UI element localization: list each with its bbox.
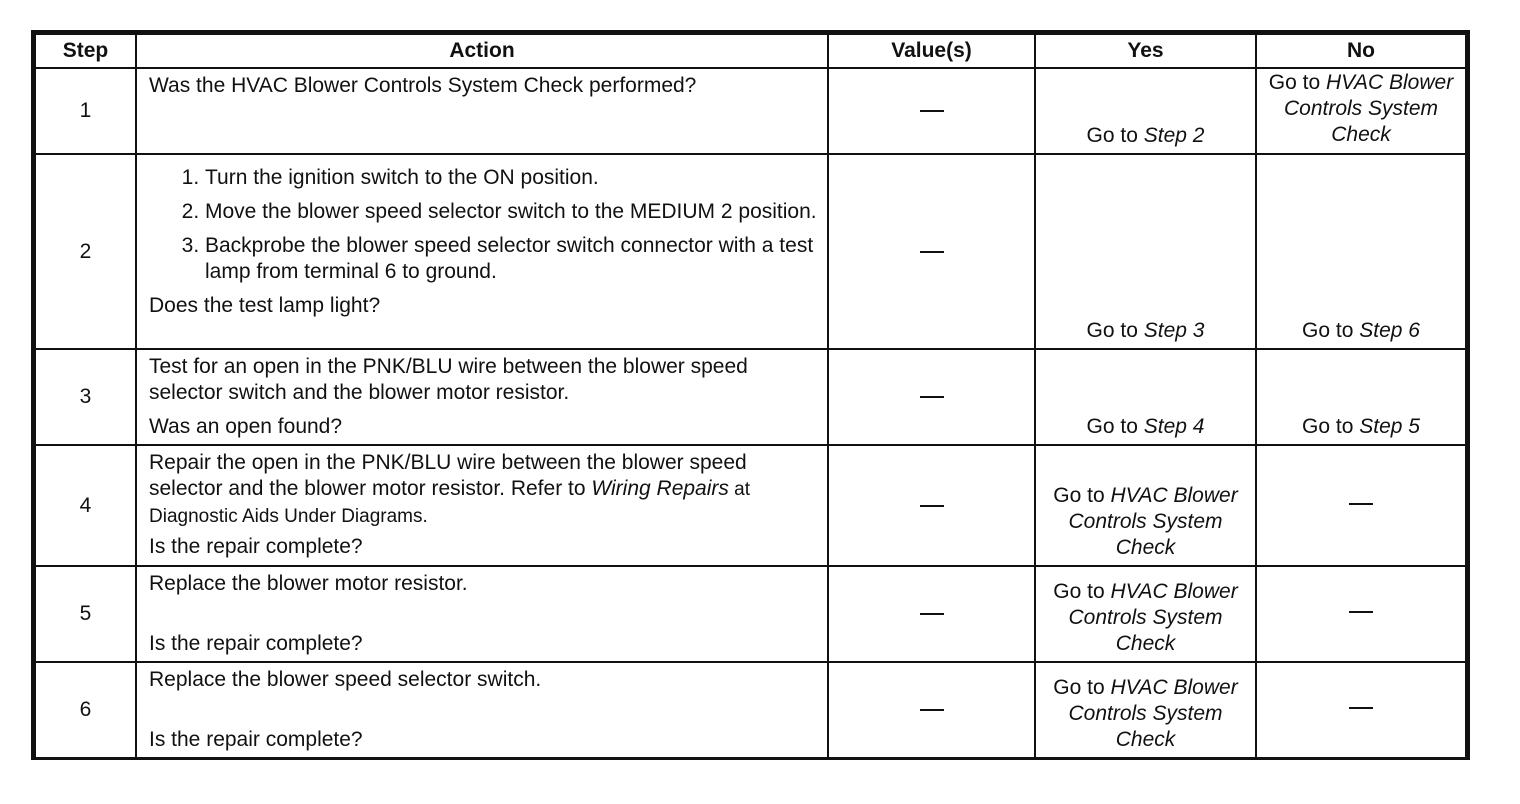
action-cell: Replace the blower motor resistor. Is th… [135, 565, 829, 663]
action-question: Is the repair complete? [149, 535, 363, 558]
yes-prefix: Go to [1086, 319, 1144, 342]
table-row: 1 Was the HVAC Blower Controls System Ch… [34, 67, 1467, 155]
header-action: Action [135, 33, 829, 69]
diagnostic-table: Step Action Value(s) Yes No 1 Was the HV… [34, 33, 1467, 759]
dash-mark [919, 250, 944, 253]
table-row: 6 Replace the blower speed selector swit… [34, 661, 1467, 759]
wiring-repairs-link[interactable]: Wiring Repairs [591, 477, 729, 500]
yes-link[interactable]: HVAC Blower Controls System Check [1068, 676, 1238, 751]
dash-mark [1349, 707, 1373, 710]
values-cell [827, 661, 1036, 759]
no-link[interactable]: Step 6 [1359, 319, 1420, 342]
step-number: 6 [34, 661, 137, 759]
header-row: Step Action Value(s) Yes No [34, 33, 1467, 69]
values-cell [827, 348, 1036, 446]
action-question: Does the test lamp light? [149, 294, 381, 317]
dash-mark [919, 110, 944, 113]
action-question: Is the repair complete? [149, 632, 363, 655]
table-row: 3 Test for an open in the PNK/BLU wire b… [34, 348, 1467, 446]
yes-link[interactable]: HVAC Blower Controls System Check [1068, 484, 1238, 559]
values-cell [827, 67, 1036, 155]
no-cell [1255, 565, 1467, 663]
action-question: Was an open found? [149, 415, 343, 438]
no-cell: Go to HVAC Blower Controls System Check [1255, 67, 1467, 155]
step-number: 1 [34, 67, 137, 155]
yes-cell: Go to HVAC Blower Controls System Check [1034, 444, 1257, 567]
header-values: Value(s) [827, 33, 1036, 69]
action-text: Replace the blower speed selector switch… [149, 668, 542, 691]
dash-mark [919, 613, 944, 616]
action-question: Is the repair complete? [149, 728, 363, 751]
action-cell: Test for an open in the PNK/BLU wire bet… [135, 348, 829, 446]
action-cell: Turn the ignition switch to the ON posit… [135, 153, 829, 350]
reference-suffix: at Diagnostic Aids Under Diagrams. [149, 479, 751, 527]
no-link[interactable]: HVAC Blower Controls System Check [1283, 71, 1454, 146]
substep-item: Move the blower speed selector switch to… [205, 199, 817, 225]
yes-link[interactable]: Step 3 [1143, 319, 1205, 342]
action-text: Repair the open in the PNK/BLU wire betw… [149, 450, 817, 530]
header-step: Step [34, 33, 137, 69]
action-text: Replace the blower motor resistor. [149, 572, 468, 595]
no-link[interactable]: Step 5 [1359, 415, 1420, 438]
dash-mark [1349, 502, 1373, 505]
yes-cell: Go to Step 2 [1034, 67, 1257, 155]
action-text: Test for an open in the PNK/BLU wire bet… [149, 355, 748, 404]
no-cell [1255, 444, 1467, 567]
dash-mark [919, 709, 944, 712]
yes-cell: Go to HVAC Blower Controls System Check [1034, 565, 1257, 663]
dash-mark [919, 504, 944, 507]
action-cell: Repair the open in the PNK/BLU wire betw… [135, 444, 829, 567]
yes-cell: Go to Step 3 [1034, 153, 1257, 350]
yes-prefix: Go to [1086, 415, 1144, 438]
no-prefix: Go to [1302, 415, 1360, 438]
values-cell [827, 153, 1036, 350]
no-prefix: Go to [1302, 319, 1360, 342]
values-cell [827, 444, 1036, 567]
dash-mark [919, 396, 944, 399]
action-text: Was the HVAC Blower Controls System Chec… [149, 74, 697, 97]
action-cell: Replace the blower speed selector switch… [135, 661, 829, 759]
action-text-main: Repair the open in the PNK/BLU wire betw… [149, 451, 747, 500]
yes-prefix: Go to [1053, 580, 1111, 603]
yes-prefix: Go to [1053, 676, 1111, 699]
header-yes: Yes [1034, 33, 1257, 69]
table-row: 2 Turn the ignition switch to the ON pos… [34, 153, 1467, 350]
yes-link[interactable]: Step 2 [1143, 124, 1205, 147]
step-number: 2 [34, 153, 137, 350]
yes-prefix: Go to [1053, 484, 1111, 507]
step-number: 5 [34, 565, 137, 663]
values-cell [827, 565, 1036, 663]
header-no: No [1255, 33, 1467, 69]
yes-prefix: Go to [1086, 124, 1144, 147]
dash-mark [1349, 611, 1373, 614]
step-number: 4 [34, 444, 137, 567]
action-cell: Was the HVAC Blower Controls System Chec… [135, 67, 829, 155]
yes-cell: Go to Step 4 [1034, 348, 1257, 446]
substep-list: Turn the ignition switch to the ON posit… [149, 165, 817, 285]
yes-link[interactable]: HVAC Blower Controls System Check [1068, 580, 1238, 655]
substep-item: Backprobe the blower speed selector swit… [205, 233, 817, 285]
diagnostic-table-container: Step Action Value(s) Yes No 1 Was the HV… [31, 30, 1470, 760]
no-cell: Go to Step 5 [1255, 348, 1467, 446]
table-row: 5 Replace the blower motor resistor. Is … [34, 565, 1467, 663]
no-prefix: Go to [1268, 71, 1326, 94]
yes-cell: Go to HVAC Blower Controls System Check [1034, 661, 1257, 759]
substep-item: Turn the ignition switch to the ON posit… [205, 165, 817, 191]
no-cell [1255, 661, 1467, 759]
no-cell: Go to Step 6 [1255, 153, 1467, 350]
step-number: 3 [34, 348, 137, 446]
table-row: 4 Repair the open in the PNK/BLU wire be… [34, 444, 1467, 567]
yes-link[interactable]: Step 4 [1143, 415, 1205, 438]
